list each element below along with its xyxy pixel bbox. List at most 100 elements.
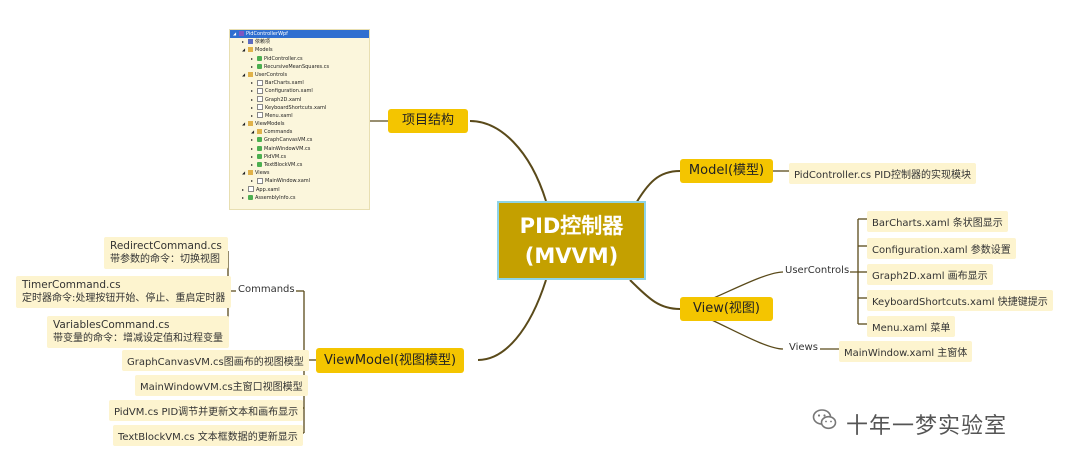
command-item-name: VariablesCommand.cs xyxy=(53,319,170,331)
edge-center-view xyxy=(629,279,681,310)
viewmodel-item-label: TextBlockVM.cs 文本框数据的更新显示 xyxy=(118,432,298,443)
tree-row-label: PidVM.cs xyxy=(264,153,287,160)
tree-row[interactable]: ▸BarCharts.xaml xyxy=(230,79,369,87)
tree-row[interactable]: ▸ PidVM.cs xyxy=(230,153,369,161)
expand-arrow-icon[interactable]: ▸ xyxy=(251,153,254,159)
xaml-icon xyxy=(257,96,263,102)
folder-icon xyxy=(248,170,253,176)
tree-row-label: KeyboardShortcuts.xaml xyxy=(265,104,327,111)
xaml-icon xyxy=(257,79,263,86)
expand-arrow-icon[interactable]: ◢ xyxy=(251,129,255,135)
viewmodel-item[interactable]: PidVM.cs PID调节并更新文本和画布显示 xyxy=(109,400,304,421)
tree-row-label: TextBlockVM.cs xyxy=(264,162,303,168)
tree-row[interactable]: ◢Models xyxy=(230,46,369,54)
expand-arrow-icon[interactable]: ▸ xyxy=(251,88,254,94)
expand-arrow-icon[interactable]: ▸ xyxy=(242,186,245,192)
view-views-label: Views xyxy=(789,342,818,353)
views-item-mainwindow[interactable]: MainWindow.xaml 主窗体 xyxy=(839,341,973,362)
uc-item[interactable]: Menu.xaml 菜单 xyxy=(867,316,956,337)
expand-arrow-icon[interactable]: ▸ xyxy=(251,63,254,69)
tree-row[interactable]: ◢ UserControls xyxy=(230,71,369,79)
tree-row-label: Views xyxy=(255,170,270,177)
expand-arrow-icon[interactable]: ▸ xyxy=(251,137,254,143)
expand-arrow-icon[interactable]: ▸ xyxy=(242,39,245,45)
ref-icon xyxy=(248,39,253,45)
tree-row[interactable]: ◢ PidControllerWpf xyxy=(230,30,369,39)
central-topic-title: PID控制器 xyxy=(519,214,624,238)
view-usercontrols[interactable]: UserControls xyxy=(785,265,849,276)
tree-row[interactable]: ▸ KeyboardShortcuts.xaml xyxy=(230,104,369,112)
expand-arrow-icon[interactable]: ▸ xyxy=(251,178,254,184)
uc-item[interactable]: BarCharts.xaml 条状图显示 xyxy=(867,211,1008,232)
folder-icon xyxy=(257,129,262,135)
tree-row-label: UserControls xyxy=(255,71,288,78)
tree-row[interactable]: ▸ PidController.cs xyxy=(230,55,369,63)
expand-arrow-icon[interactable]: ▸ xyxy=(251,112,254,118)
expand-arrow-icon[interactable]: ◢ xyxy=(233,31,237,36)
expand-arrow-icon[interactable]: ◢ xyxy=(242,47,246,53)
expand-arrow-icon[interactable]: ▸ xyxy=(251,96,254,102)
expand-arrow-icon[interactable]: ▸ xyxy=(251,162,254,167)
expand-arrow-icon[interactable]: ▸ xyxy=(251,145,254,151)
tree-row[interactable]: ▸ MainWindowVM.cs xyxy=(230,145,369,153)
command-item[interactable]: VariablesCommand.cs 带变量的命令：增减设定值和过程变量 xyxy=(47,316,229,348)
tree-row[interactable]: ▸ AssemblyInfo.cs xyxy=(230,194,369,202)
tree-row-label: Commands xyxy=(264,129,293,136)
viewmodel-item[interactable]: MainWindowVM.cs主窗口视图模型 xyxy=(135,375,308,396)
edge-uc-bracket xyxy=(850,219,859,324)
branch-viewmodel[interactable]: ViewModel(视图模型) xyxy=(316,348,464,373)
expand-arrow-icon[interactable]: ◢ xyxy=(242,170,246,176)
tree-row[interactable]: ▸Menu.xaml xyxy=(230,112,369,120)
tree-row-label: PidController.cs xyxy=(264,55,303,62)
tree-row[interactable]: ◢ViewModels xyxy=(230,120,369,128)
tree-row-label: MainWindowVM.cs xyxy=(264,145,311,152)
uc-item[interactable]: Configuration.xaml 参数设置 xyxy=(867,238,1016,259)
tree-row[interactable]: ▸GraphCanvasVM.cs xyxy=(230,136,369,144)
tree-row[interactable]: ▸RecursiveMeanSquares.cs xyxy=(230,63,369,71)
expand-arrow-icon[interactable]: ◢ xyxy=(242,121,246,127)
command-item-desc: 定时器命令:处理按钮开始、停止、重启定时器 xyxy=(22,293,226,304)
expand-arrow-icon[interactable]: ▸ xyxy=(251,55,254,61)
tree-row[interactable]: ▸ 依赖项 xyxy=(230,38,369,46)
central-topic[interactable]: PID控制器 (MVVM) xyxy=(497,201,646,280)
cs-icon xyxy=(257,145,262,151)
folder-icon xyxy=(248,47,253,53)
branch-model[interactable]: Model(模型) xyxy=(680,159,773,183)
tree-row-label: Configuration.xaml xyxy=(265,88,313,95)
command-item-desc: 带参数的命令：切换视图 xyxy=(110,254,220,265)
tree-row-label: 依赖项 xyxy=(255,39,271,46)
tree-row-label: AssemblyInfo.cs xyxy=(255,194,296,201)
expand-arrow-icon[interactable]: ▸ xyxy=(242,194,245,200)
cs-icon xyxy=(248,194,253,200)
expand-arrow-icon[interactable]: ◢ xyxy=(242,71,246,77)
command-item[interactable]: TimerCommand.cs 定时器命令:处理按钮开始、停止、重启定时器 xyxy=(16,276,232,308)
tree-row-label: PidControllerWpf xyxy=(246,31,288,37)
branch-view[interactable]: View(视图) xyxy=(680,297,773,321)
tree-row[interactable]: ▸ Graph2D.xaml xyxy=(230,96,369,104)
viewmodel-item[interactable]: TextBlockVM.cs 文本框数据的更新显示 xyxy=(113,425,303,446)
uc-item[interactable]: Graph2D.xaml 画布显示 xyxy=(867,264,993,285)
tree-row[interactable]: ▸ Configuration.xaml xyxy=(230,87,369,95)
viewmodel-item[interactable]: GraphCanvasVM.cs图画布的视图模型 xyxy=(122,350,309,371)
viewmodel-commands[interactable]: Commands xyxy=(238,284,295,295)
tree-row[interactable]: ▸MainWindow.xaml xyxy=(230,177,369,185)
central-topic-subtitle: (MVVM) xyxy=(524,244,619,268)
branch-viewmodel-label: ViewModel(视图模型) xyxy=(323,353,457,368)
expand-arrow-icon[interactable]: ▸ xyxy=(251,104,254,110)
view-views[interactable]: Views xyxy=(789,342,818,353)
tree-row[interactable]: ◢ Commands xyxy=(230,128,369,136)
model-leaf-pidcontroller[interactable]: PidController.cs PID控制器的实现模块 xyxy=(789,163,976,184)
views-item-label: MainWindow.xaml 主窗体 xyxy=(844,348,968,359)
branch-project-structure-label: 项目结构 xyxy=(401,113,454,128)
command-item[interactable]: RedirectCommand.cs 带参数的命令：切换视图 xyxy=(104,237,228,269)
tree-row[interactable]: ▸ TextBlockVM.cs xyxy=(230,161,369,169)
watermark-text: 十年一梦实验室 xyxy=(846,414,1008,439)
tree-row[interactable]: ◢ Views xyxy=(230,169,369,177)
viewmodel-item-label: MainWindowVM.cs主窗口视图模型 xyxy=(140,382,303,393)
tree-row-label: Graph2D.xaml xyxy=(265,96,302,103)
expand-arrow-icon[interactable]: ▸ xyxy=(251,80,254,86)
uc-item[interactable]: KeyboardShortcuts.xaml 快捷键提示 xyxy=(867,290,1053,311)
branch-project-structure[interactable]: 项目结构 xyxy=(388,109,468,133)
tree-row[interactable]: ▸App.xaml xyxy=(230,186,369,194)
view-usercontrols-label: UserControls xyxy=(785,265,850,276)
